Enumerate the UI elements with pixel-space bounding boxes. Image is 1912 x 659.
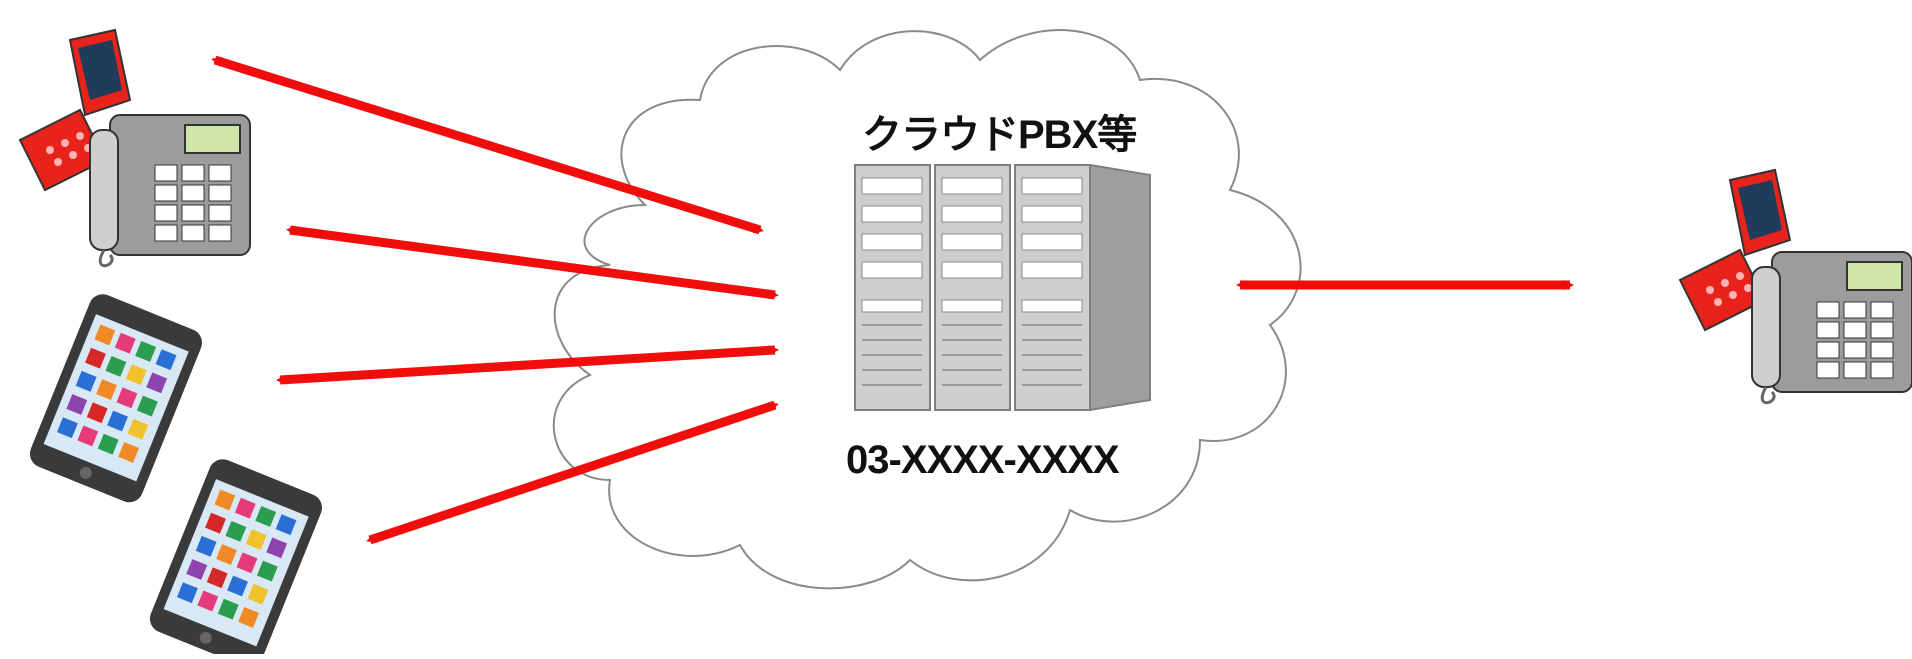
arrow-smartphone-2 <box>366 400 779 545</box>
flip-phone-icon <box>18 28 132 192</box>
connection-arrows <box>211 55 1574 545</box>
arrow-desk-phone-left <box>286 225 779 300</box>
arrow-flip-phone-left <box>211 55 764 235</box>
phone-number-label: 03-XXXX-XXXX <box>846 438 1120 482</box>
smartphone-icon <box>149 459 323 659</box>
arrow-smartphone-1 <box>276 345 779 385</box>
cloud-title: クラウドPBX等 <box>862 113 1137 157</box>
flip-phone-icon <box>1678 168 1792 332</box>
server-rack-icon <box>854 163 1151 412</box>
desk-phone-icon <box>1751 251 1912 405</box>
smartphone-icon <box>29 294 203 503</box>
desk-phone-icon <box>89 114 251 268</box>
